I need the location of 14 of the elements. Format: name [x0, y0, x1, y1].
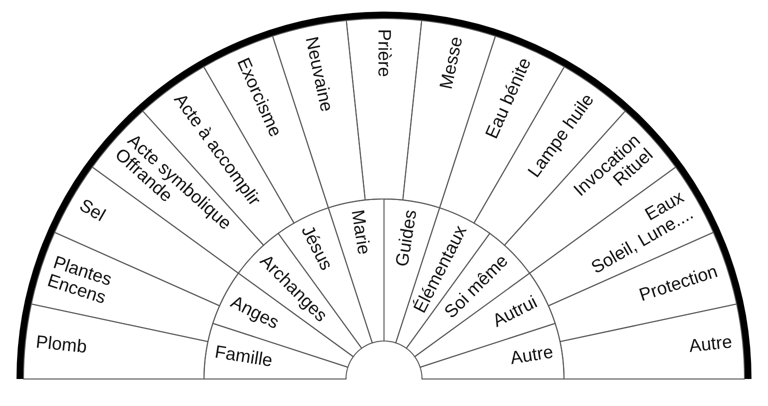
- sector-label: Marie: [348, 208, 374, 256]
- sector-label: Plomb: [34, 332, 88, 358]
- outer-sector: [23, 303, 209, 379]
- sector-label: Prière: [374, 29, 394, 78]
- inner-sector: [328, 198, 384, 344]
- sector-label: Messe: [436, 34, 466, 90]
- sector-label: Autre: [508, 342, 554, 368]
- outer-sector: [346, 18, 422, 201]
- sector-label: Neuvaine: [302, 34, 336, 114]
- sector-label: Eau bénite: [482, 55, 536, 142]
- sector-label: Autre: [688, 332, 734, 356]
- outer-sector: [559, 303, 745, 379]
- sector-label: Famille: [214, 342, 274, 371]
- sector-label: Sel: [76, 196, 108, 226]
